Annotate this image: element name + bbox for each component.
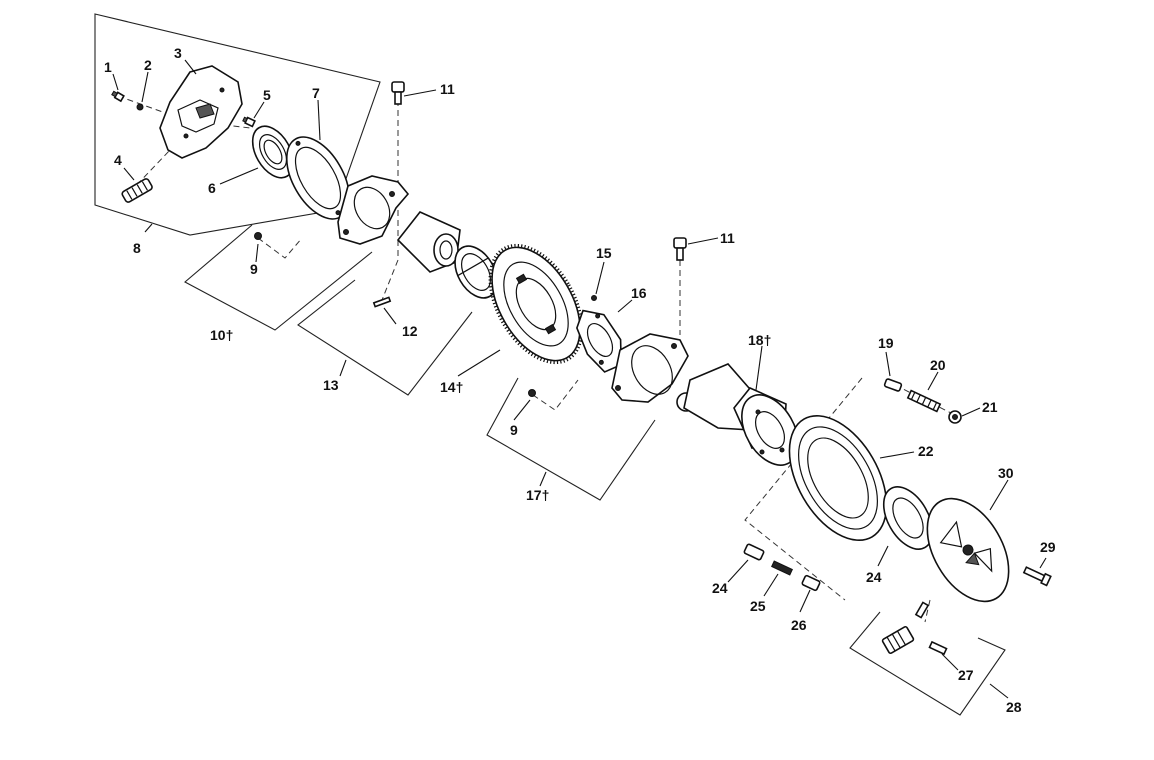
callout-7: 7 (312, 85, 320, 101)
bracket-8 (94, 13, 381, 236)
callout-24-ring: 24 (866, 569, 882, 585)
callout-3: 3 (174, 45, 182, 61)
part-5-screw (242, 116, 256, 128)
callout-19: 19 (878, 335, 894, 351)
callout-22: 22 (918, 443, 934, 459)
part-sleeve (396, 211, 461, 273)
part-27-pin (928, 640, 948, 656)
callout-5: 5 (263, 87, 271, 103)
callout-30: 30 (998, 465, 1014, 481)
callout-24-pin: 24 (712, 580, 728, 596)
bracket-17 (486, 377, 656, 501)
callout-25: 25 (750, 598, 766, 614)
part-3-cover-plate (159, 65, 243, 159)
part-2-ball (136, 103, 144, 111)
part-21-nut (948, 410, 962, 424)
callout-11-lower: 11 (720, 230, 735, 246)
callout-10: 10† (210, 327, 233, 343)
callout-2: 2 (144, 57, 152, 73)
callout-11-upper: 11 (440, 81, 455, 97)
part-11-bolt-lower (673, 237, 687, 261)
part-30-chuck (926, 497, 1010, 603)
callout-17: 17† (526, 487, 549, 503)
assembly-centerlines (117, 95, 956, 623)
callout-18: 18† (748, 332, 771, 348)
part-9-ball-upper (254, 232, 262, 240)
group-brackets (94, 13, 1006, 716)
callout-6: 6 (208, 180, 216, 196)
part-25-spring (771, 560, 793, 576)
part-18-spindle (683, 363, 799, 466)
callout-14: 14† (440, 379, 463, 395)
callout-labels: 1 2 3 4 5 6 7 8 9 10† 11 12 13 14† 15 16… (104, 45, 1056, 715)
part-20-spring (906, 389, 942, 413)
part-29-bolt (1022, 566, 1052, 587)
callout-26: 26 (791, 617, 807, 633)
part-9-ball-lower (528, 389, 536, 397)
callout-4: 4 (114, 152, 122, 168)
part-26-pin (801, 574, 821, 592)
callout-21: 21 (982, 399, 998, 415)
callout-15: 15 (596, 245, 612, 261)
part-7-plate (285, 136, 351, 220)
callout-16: 16 (631, 285, 647, 301)
bracket-10 (184, 224, 373, 331)
bracket-28 (849, 611, 1006, 716)
callout-8: 8 (133, 240, 141, 256)
callout-27: 27 (958, 667, 974, 683)
part-1-screw (111, 90, 125, 103)
part-15-ball (591, 295, 597, 301)
part-6-ring (251, 125, 295, 179)
callout-20: 20 (930, 357, 946, 373)
callout-28: 28 (1006, 699, 1022, 715)
part-28-jaw-assembly (881, 601, 948, 656)
part-12-pin (372, 296, 392, 308)
leader-lines (112, 59, 1047, 699)
part-11-bolt-upper (391, 81, 405, 105)
part-16-hex-ring (576, 309, 623, 373)
callout-13: 13 (323, 377, 339, 393)
callout-9-lower: 9 (510, 422, 518, 438)
part-24-pin (743, 543, 765, 561)
part-housing-upper (337, 175, 410, 245)
callout-29: 29 (1040, 539, 1056, 555)
part-19-pin (883, 378, 903, 392)
part-4-pin (121, 178, 153, 203)
part-17-housing (611, 333, 689, 403)
callout-1: 1 (104, 59, 112, 75)
bracket-13 (297, 279, 473, 396)
part-22-ring (788, 415, 888, 541)
part-24-ring (882, 486, 934, 550)
callout-9-upper: 9 (250, 261, 258, 277)
callout-12: 12 (402, 323, 418, 339)
